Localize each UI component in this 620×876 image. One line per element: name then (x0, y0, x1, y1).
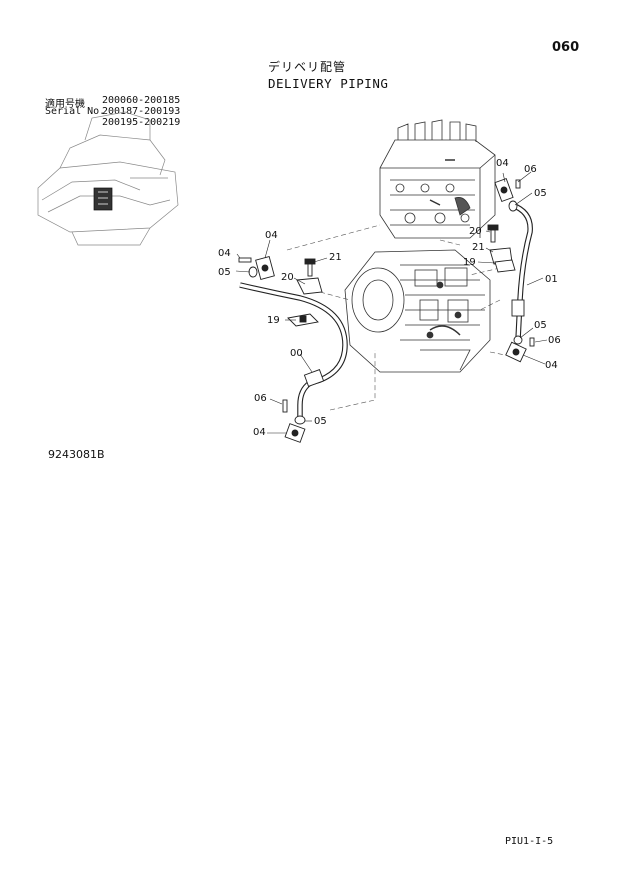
hose-00 (239, 282, 348, 420)
callout-label: 06 (548, 335, 561, 346)
small-parts (238, 177, 535, 443)
serial-range: 200060-200185 (102, 95, 181, 106)
callout-label: 05 (218, 267, 231, 278)
callout-label: 21 (472, 242, 485, 253)
machine-overview-sketch (37, 111, 179, 246)
pump-illustration (344, 249, 491, 373)
control-valve-illustration (379, 119, 496, 239)
callout-label: 05 (534, 188, 547, 199)
page-title: DELIVERY PIPING (268, 76, 389, 91)
page-code: PIU1-I-5 (505, 836, 554, 847)
page-title-japanese: デリベリ配管 (268, 60, 347, 74)
page-number: 060 (552, 40, 580, 55)
serial-label-japanese: 適用号機 (45, 99, 85, 110)
callout-label: 04 (496, 158, 509, 169)
callout-label: 04 (545, 360, 558, 371)
figure-number: 9243081B (48, 448, 105, 461)
callout-label: 05 (534, 320, 547, 331)
callout-label: 06 (254, 393, 267, 404)
callout-label: 04 (265, 230, 278, 241)
callout-label: 06 (524, 164, 537, 175)
callout-label: 19 (463, 257, 476, 268)
callout-label: 19 (267, 315, 280, 326)
serial-range: 200195-200219 (102, 117, 181, 128)
callout-label: 00 (290, 348, 303, 359)
callout-label: 20 (469, 226, 482, 237)
callout-label: 04 (218, 248, 231, 259)
callout-connectors (235, 171, 548, 434)
leader-lines (286, 224, 506, 411)
callout-label: 21 (329, 252, 342, 263)
callout-label: 01 (545, 274, 558, 285)
hose-01 (510, 202, 533, 341)
part-callouts: 04 04 05 21 20 19 00 06 05 04 04 06 05 2… (218, 158, 561, 438)
callout-label: 05 (314, 416, 327, 427)
callout-label: 20 (281, 272, 294, 283)
serial-range: 200187-200193 (102, 106, 181, 117)
callout-label: 04 (253, 427, 266, 438)
serial-label: Serial No. (45, 106, 106, 117)
